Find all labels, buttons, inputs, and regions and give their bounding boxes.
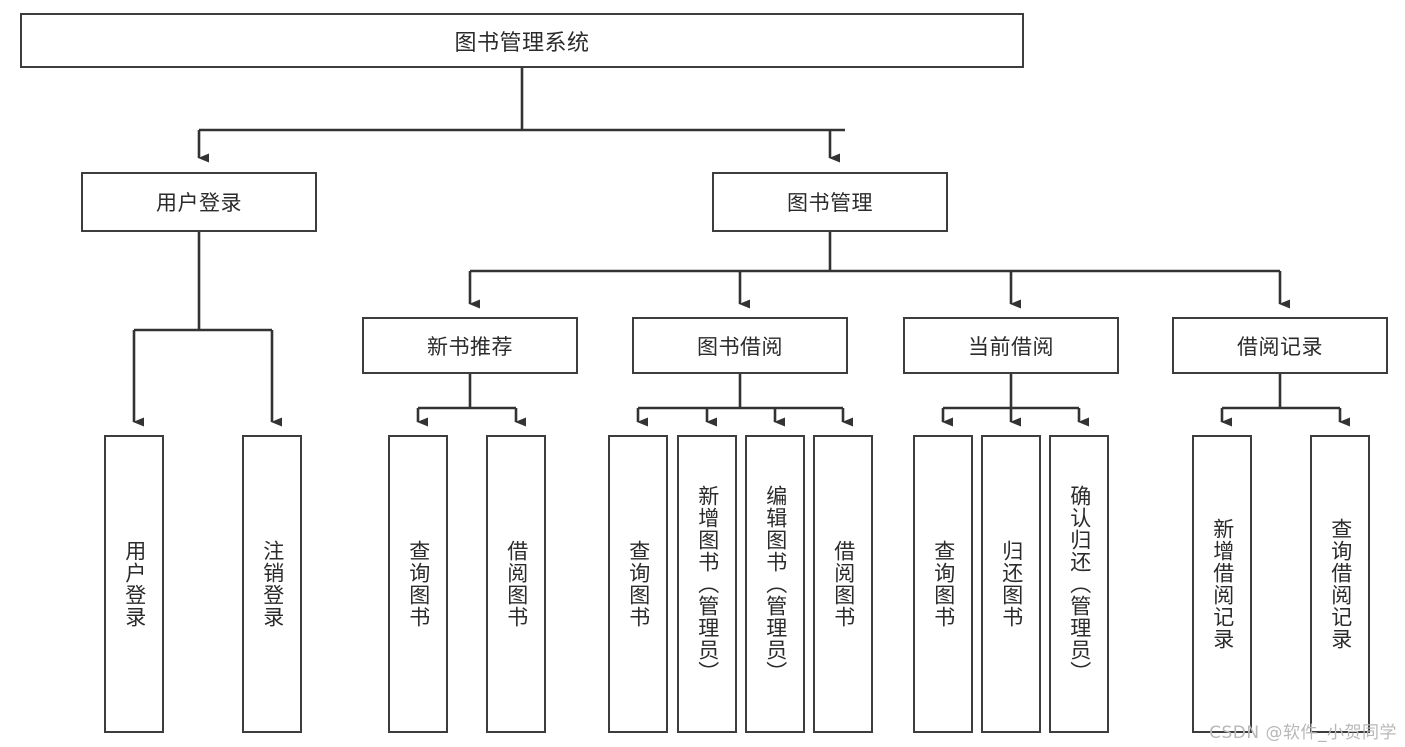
node-book-borrow-label: 图书借阅 [697, 334, 783, 359]
node-user-login[interactable]: 用户登录 [81, 172, 317, 232]
csdn-watermark: CSDN @软件_小贺同学 [1209, 723, 1397, 743]
node-leaf-query-record-label: 查询借阅记录 [1328, 518, 1353, 650]
node-leaf-query-book-2[interactable]: 查询图书 [608, 435, 668, 733]
node-leaf-query-book-3[interactable]: 查询图书 [913, 435, 973, 733]
node-leaf-user-login[interactable]: 用户登录 [104, 435, 164, 733]
node-leaf-add-book-label: 新增图书（管理员） [695, 485, 720, 683]
node-root[interactable]: 图书管理系统 [20, 13, 1024, 68]
node-leaf-query-book-1[interactable]: 查询图书 [388, 435, 448, 733]
node-leaf-query-book-2-label: 查询图书 [626, 540, 651, 628]
node-leaf-query-book-1-label: 查询图书 [406, 540, 431, 628]
node-leaf-edit-book-label: 编辑图书（管理员） [763, 485, 788, 683]
node-leaf-confirm-return-label: 确认归还（管理员） [1067, 485, 1092, 683]
node-leaf-add-record-label: 新增借阅记录 [1210, 518, 1235, 650]
node-book-borrow[interactable]: 图书借阅 [632, 317, 848, 374]
node-user-login-label: 用户登录 [156, 191, 242, 215]
node-current-borrow-label: 当前借阅 [968, 334, 1054, 359]
node-current-borrow[interactable]: 当前借阅 [903, 317, 1119, 374]
node-leaf-borrow-book-1[interactable]: 借阅图书 [486, 435, 546, 733]
node-leaf-user-login-label: 用户登录 [122, 540, 147, 628]
node-leaf-user-logout[interactable]: 注销登录 [242, 435, 302, 733]
node-borrow-record-label: 借阅记录 [1237, 334, 1323, 359]
node-new-book-rec[interactable]: 新书推荐 [362, 317, 578, 374]
node-leaf-user-logout-label: 注销登录 [260, 540, 285, 628]
node-new-book-rec-label: 新书推荐 [427, 334, 513, 359]
node-leaf-query-record[interactable]: 查询借阅记录 [1310, 435, 1370, 733]
node-leaf-return-book[interactable]: 归还图书 [981, 435, 1041, 733]
node-leaf-borrow-book-2-label: 借阅图书 [831, 540, 856, 628]
node-root-label: 图书管理系统 [454, 30, 590, 56]
node-leaf-borrow-book-1-label: 借阅图书 [504, 540, 529, 628]
node-leaf-add-record[interactable]: 新增借阅记录 [1192, 435, 1252, 733]
node-leaf-query-book-3-label: 查询图书 [931, 540, 956, 628]
node-leaf-borrow-book-2[interactable]: 借阅图书 [813, 435, 873, 733]
node-leaf-add-book[interactable]: 新增图书（管理员） [677, 435, 737, 733]
node-leaf-return-book-label: 归还图书 [999, 540, 1024, 628]
node-book-manage[interactable]: 图书管理 [712, 172, 948, 232]
node-book-manage-label: 图书管理 [787, 191, 873, 215]
node-leaf-edit-book[interactable]: 编辑图书（管理员） [745, 435, 805, 733]
node-leaf-confirm-return[interactable]: 确认归还（管理员） [1049, 435, 1109, 733]
node-borrow-record[interactable]: 借阅记录 [1172, 317, 1388, 374]
